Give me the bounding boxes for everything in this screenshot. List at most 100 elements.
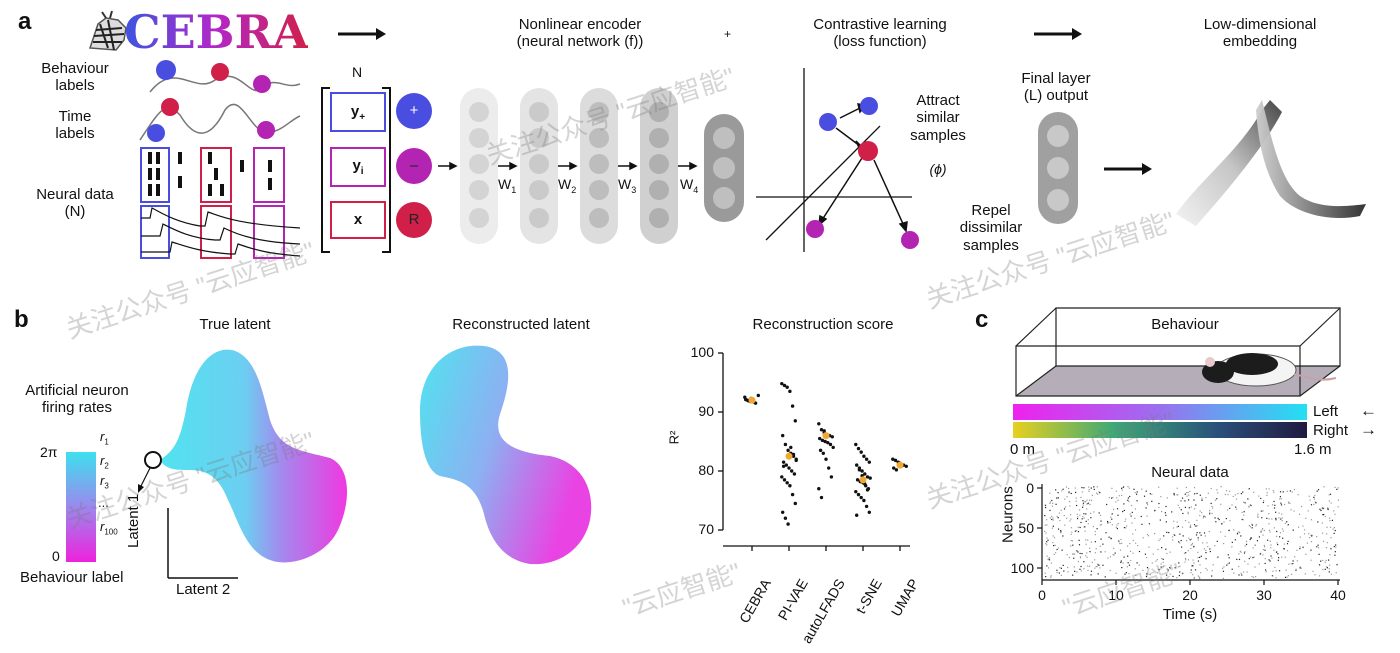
- score-point: [862, 498, 866, 503]
- spike-mark: [1047, 558, 1049, 560]
- spike-mark: [1161, 547, 1163, 549]
- spike-mark: [1147, 535, 1150, 537]
- spike-mark: [1264, 557, 1266, 560]
- spike-mark: [1086, 552, 1088, 554]
- spike-mark: [1079, 509, 1081, 511]
- spike-mark: [1050, 562, 1053, 564]
- spike-mark: [1282, 537, 1284, 539]
- spike-mark: [1095, 566, 1097, 568]
- spike-mark: [1280, 498, 1282, 500]
- spike-mark: [1316, 536, 1318, 538]
- spike-mark: [1080, 521, 1082, 524]
- spike-mark: [1231, 504, 1233, 506]
- spike-mark: [1044, 524, 1046, 526]
- spike-mark: [1136, 500, 1138, 502]
- spike-mark: [1184, 519, 1187, 522]
- spike-mark: [1297, 494, 1299, 496]
- spike-mark: [1263, 544, 1265, 547]
- spike-mark: [1330, 548, 1332, 550]
- spike-mark: [1100, 551, 1102, 553]
- spike-mark: [1174, 534, 1176, 536]
- spike-mark: [1211, 575, 1213, 577]
- spike-mark: [1049, 502, 1051, 505]
- left-arrow-icon: ←: [1360, 401, 1377, 420]
- spike-mark: [1335, 572, 1337, 574]
- spike-mark: [1051, 527, 1053, 529]
- spike-mark: [1290, 509, 1292, 511]
- spike-mark: [1056, 515, 1058, 518]
- spike-mark: [1068, 487, 1070, 490]
- spike-mark: [1330, 537, 1332, 539]
- spike-mark: [1180, 509, 1182, 511]
- spike-mark: [1211, 570, 1213, 572]
- spike-mark: [1156, 559, 1158, 561]
- score-point: [823, 439, 827, 444]
- spike-mark: [1084, 501, 1087, 503]
- spike-mark: [1064, 498, 1066, 500]
- score-point: [865, 488, 870, 492]
- spike-mark: [1212, 507, 1214, 509]
- spike-mark: [1260, 510, 1262, 512]
- spike-mark: [1059, 519, 1061, 522]
- spike-mark: [1179, 571, 1181, 573]
- spike-mark: [1158, 506, 1160, 509]
- score-ytick-80: 80: [698, 462, 714, 478]
- spike-mark: [1320, 509, 1322, 512]
- spike-mark: [1322, 508, 1324, 510]
- score-point: [780, 475, 784, 479]
- spike-mark: [1093, 559, 1096, 561]
- spike-mark: [1188, 537, 1190, 539]
- spike-mark: [1200, 534, 1202, 536]
- spike-mark: [1322, 569, 1324, 571]
- spike-mark: [1079, 568, 1081, 570]
- spike-mark: [1184, 557, 1187, 560]
- spike-mark: [1235, 506, 1237, 508]
- spike-mark: [1099, 524, 1101, 526]
- spike-mark: [1111, 513, 1113, 515]
- spike-mark: [1188, 521, 1190, 523]
- spike-mark: [1324, 561, 1326, 563]
- spike-mark: [1299, 547, 1301, 550]
- spike-mark: [1222, 570, 1225, 572]
- spike-mark: [1051, 515, 1053, 517]
- spike-mark: [1184, 500, 1186, 502]
- score-point: [904, 464, 908, 468]
- score-point: [817, 487, 821, 491]
- spike-mark: [1286, 576, 1288, 578]
- spike-mark: [1089, 499, 1091, 501]
- spike-mark: [1189, 539, 1191, 541]
- spike-mark: [1161, 558, 1163, 560]
- spike-mark: [1060, 532, 1062, 534]
- spike-mark: [1075, 497, 1077, 499]
- time-axis-label: Time (s): [1162, 606, 1218, 623]
- spike-mark: [1280, 518, 1282, 520]
- spike-mark: [1252, 557, 1254, 559]
- spike-mark: [1308, 533, 1310, 535]
- spike-mark: [1214, 545, 1216, 547]
- spike-mark: [1266, 494, 1268, 497]
- score-point: [857, 468, 862, 472]
- spike-mark: [1084, 530, 1086, 532]
- spike-mark: [1203, 548, 1206, 550]
- spike-mark: [1291, 573, 1293, 575]
- spike-mark: [1073, 553, 1076, 555]
- spike-mark: [1190, 572, 1192, 574]
- score-point: [788, 389, 792, 394]
- spike-mark: [1195, 525, 1197, 527]
- reconstructed-latent-title: Reconstructed latent: [452, 316, 590, 333]
- spike-mark: [1188, 494, 1190, 496]
- raster-xtick-10: 10: [1108, 587, 1124, 603]
- spike-mark: [1140, 515, 1142, 518]
- spike-mark: [1070, 539, 1072, 542]
- score-mean-marker: [748, 396, 756, 404]
- spike-mark: [1209, 513, 1211, 515]
- spike-mark: [1107, 520, 1109, 523]
- spike-mark: [1205, 558, 1207, 560]
- spike-mark: [1211, 505, 1213, 508]
- spike-mark: [1130, 504, 1133, 507]
- spike-mark: [1243, 571, 1245, 573]
- spike-mark: [1277, 559, 1279, 561]
- spike-mark: [1187, 491, 1189, 494]
- spike-mark: [1137, 544, 1139, 547]
